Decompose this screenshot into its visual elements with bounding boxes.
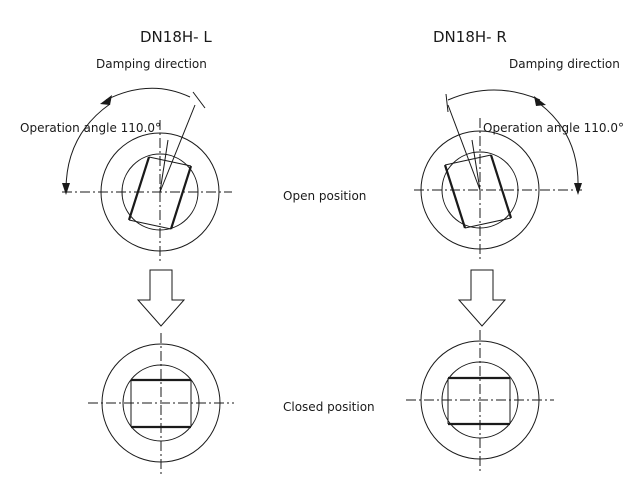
right-angle-arc — [445, 93, 582, 195]
right-angle-label: Operation angle 110.0° — [483, 121, 624, 135]
right-damping-arrow — [447, 89, 546, 106]
left-damping-label: Damping direction — [96, 57, 207, 71]
left-damping-arrow — [100, 87, 191, 105]
right-damping-label: Damping direction — [509, 57, 620, 71]
left-angle-label: Operation angle 110.0° — [20, 121, 161, 135]
left-title: DN18H- L — [140, 28, 212, 46]
left-down-arrow — [136, 269, 186, 327]
left-closed-disc — [88, 333, 234, 474]
right-closed-disc — [406, 330, 554, 472]
right-open-disc — [414, 104, 582, 262]
closed-position-label: Closed position — [283, 400, 375, 414]
open-position-label: Open position — [283, 189, 366, 203]
right-down-arrow — [457, 269, 507, 327]
left-angle-arc — [62, 91, 206, 195]
left-open-disc — [62, 104, 232, 264]
right-title: DN18H- R — [433, 28, 507, 46]
